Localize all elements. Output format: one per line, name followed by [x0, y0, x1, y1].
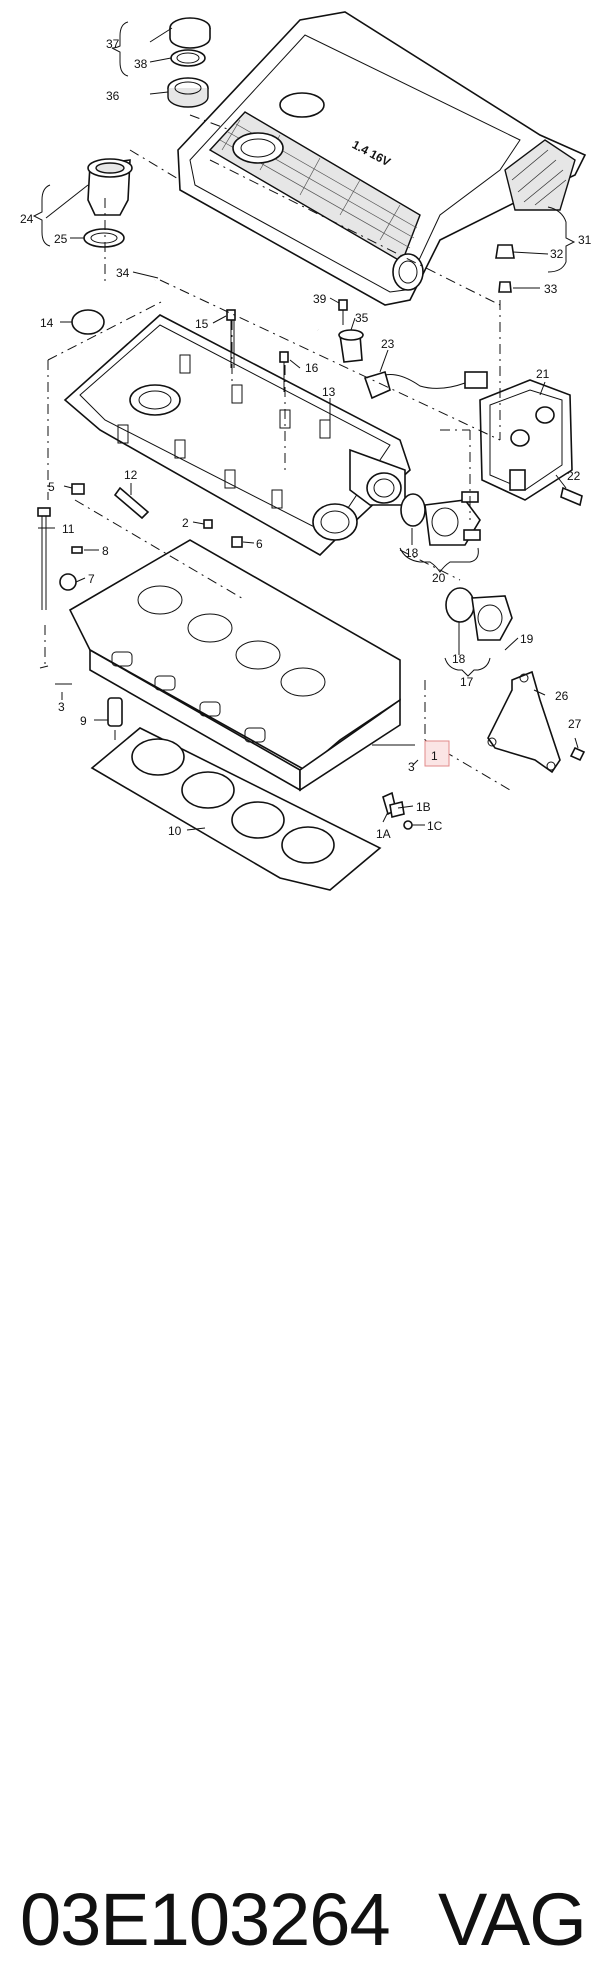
callout-9: 9: [80, 714, 87, 728]
thermostat-housing-20: [400, 491, 513, 641]
callout-10: 10: [168, 824, 182, 838]
callout-5: 5: [48, 480, 55, 494]
callout-23: 23: [381, 337, 395, 351]
callout-22: 22: [567, 469, 581, 483]
callout-17: 17: [460, 675, 474, 689]
caption: 03E103264 VAG: [0, 935, 600, 1961]
callout-18: 18: [405, 546, 419, 560]
callout-18b: 18: [452, 652, 466, 666]
callout-6: 6: [256, 537, 263, 551]
callout-25: 25: [54, 232, 68, 246]
cylinder-head-gasket: [90, 727, 382, 891]
engine-cover: 1.4 16V: [177, 11, 587, 306]
cylinder-head: [68, 539, 401, 792]
filler-neck-group: [83, 158, 133, 248]
callout-35: 35: [355, 311, 369, 325]
breather-hose: [151, 261, 321, 334]
leader-lines: [32, 21, 579, 831]
callout-16: 16: [305, 361, 319, 375]
callout-26: 26: [555, 689, 569, 703]
callout-39: 39: [313, 292, 327, 306]
callout-numbers: 37 38 36 24 25 34 39 35 14 15 16 23 13 2…: [20, 37, 592, 841]
callout-1B: 1B: [416, 800, 431, 814]
callout-38: 38: [134, 57, 148, 71]
callout-1A: 1A: [376, 827, 391, 841]
small-parts: [37, 483, 413, 830]
callout-37: 37: [106, 37, 120, 51]
bracket-26: [487, 670, 561, 774]
gasket-14: [71, 309, 105, 335]
callout-31: 31: [578, 233, 592, 247]
bolts: [226, 244, 586, 762]
callout-21: 21: [536, 367, 550, 381]
brand-name: VAG: [438, 1878, 587, 1961]
part-number: 03E103264: [20, 1878, 391, 1961]
oil-filler-cap-group: [167, 17, 211, 108]
highlight-box: [424, 740, 450, 767]
callout-2: 2: [182, 516, 189, 530]
callout-12: 12: [124, 468, 138, 482]
callout-34: 34: [116, 266, 130, 280]
callout-8: 8: [102, 544, 109, 558]
callout-3b: 3: [408, 760, 415, 774]
callout-13: 13: [322, 385, 336, 399]
cylinder-head-cover: [63, 314, 411, 556]
callout-15: 15: [195, 317, 209, 331]
exploded-parts-diagram: 1.4 16V: [20, 11, 592, 891]
callout-11: 11: [62, 522, 75, 536]
callout-1: 1: [431, 749, 438, 763]
vacuum-pump-21: [479, 379, 573, 501]
callout-3: 3: [58, 700, 65, 714]
callout-1C: 1C: [427, 819, 443, 833]
callout-19: 19: [520, 632, 534, 646]
callout-7: 7: [88, 572, 95, 586]
callout-33: 33: [544, 282, 558, 296]
callout-36: 36: [106, 89, 120, 103]
callout-20: 20: [432, 571, 446, 585]
callout-32: 32: [550, 247, 564, 261]
callout-24: 24: [20, 212, 34, 226]
sensors: [338, 329, 488, 400]
callout-27: 27: [568, 717, 582, 731]
callout-14: 14: [40, 316, 54, 330]
